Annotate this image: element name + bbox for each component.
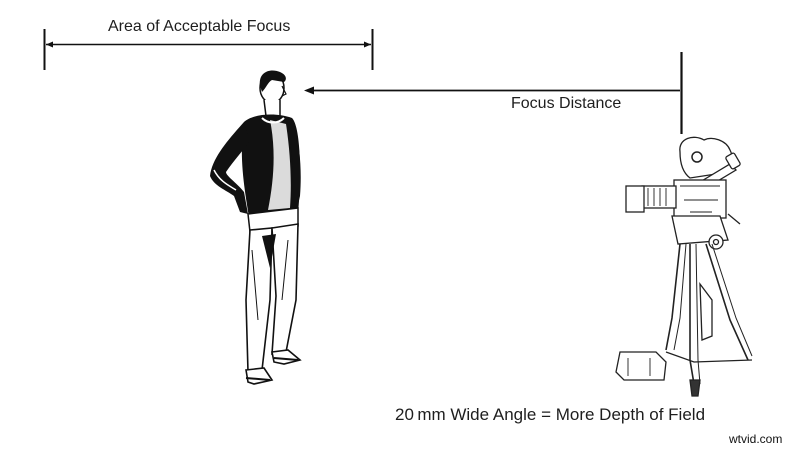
- focus-distance-arrow: [304, 52, 683, 134]
- watermark: wtvid.com: [729, 432, 783, 446]
- subject-person-illustration: [210, 70, 302, 385]
- diagram-caption: 20 mm Wide Angle = More Depth of Field: [395, 405, 706, 424]
- focus-distance-label: Focus Distance: [511, 95, 622, 112]
- acceptable-focus-bracket: [43, 29, 374, 70]
- acceptable-focus-label: Area of Acceptable Focus: [108, 18, 291, 35]
- camera-tripod-illustration: [615, 136, 753, 397]
